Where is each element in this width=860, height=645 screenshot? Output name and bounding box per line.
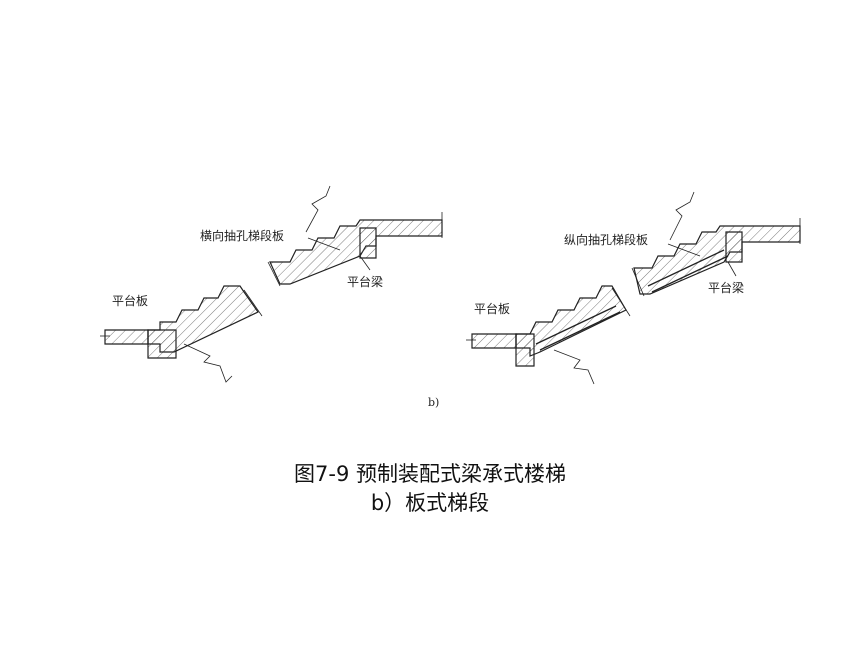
right-upper-flight (631, 191, 801, 297)
right-lower-flight (466, 285, 631, 385)
left-beam-label: 平台梁 (347, 274, 383, 289)
right-platform-slab-shape (471, 333, 517, 349)
right-stair-slab-lower-shape (515, 285, 627, 357)
left-upper-flight (267, 185, 443, 287)
left-stair-slab-lower-shape (147, 285, 259, 353)
left-upper-break-line (305, 185, 331, 233)
sub-figure-label: b) (428, 396, 439, 409)
right-upper-beam-shape (725, 231, 743, 263)
right-beam-label: 平台梁 (708, 280, 744, 295)
left-platform-slab-shape (104, 329, 149, 345)
figure-caption-title: 图7-9 预制装配式梁承式楼梯 (294, 462, 566, 486)
right-lower-break-line (553, 349, 595, 385)
figure-caption-subtitle: b）板式梯段 (370, 491, 490, 515)
left-platform-slab-label: 平台板 (112, 293, 148, 308)
left-upper-beam-shape (359, 227, 377, 259)
right-stair-slab-label: 纵向抽孔梯段板 (564, 232, 648, 247)
left-stair-slab-upper-shape (269, 219, 443, 285)
left-lower-break-line (183, 343, 233, 383)
right-upper-break-line (669, 191, 695, 241)
left-stair-slab-label: 横向抽孔梯段板 (200, 228, 284, 243)
right-stair-slab-upper-shape (633, 225, 801, 295)
right-platform-slab-label: 平台板 (474, 301, 510, 316)
left-lower-flight (100, 285, 263, 383)
